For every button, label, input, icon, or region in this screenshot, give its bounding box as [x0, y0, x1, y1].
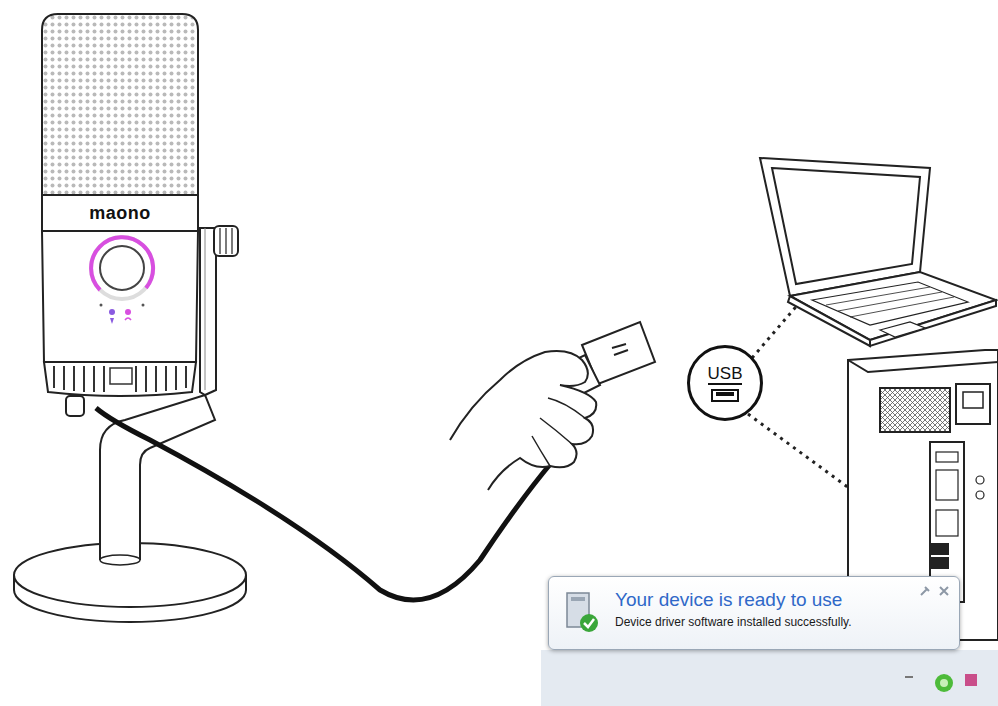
brand-name: maono [89, 203, 151, 224]
port-label: USB [708, 365, 743, 385]
laptop [760, 158, 996, 346]
popup-title: Your device is ready to use [615, 589, 915, 612]
notification-popup: Your device is ready to useDevice driver… [548, 576, 960, 650]
taskbar [541, 650, 998, 706]
popup-message: Device driver software installed success… [615, 615, 915, 630]
device-icon [563, 591, 603, 635]
hand-with-plug [450, 322, 655, 490]
usb-port-badge: USB [687, 345, 763, 421]
microphone [42, 14, 238, 416]
mic-stand [14, 228, 246, 622]
popup-controls [919, 583, 951, 595]
popup-control-icons [919, 585, 951, 597]
usb-port-tongue [716, 392, 734, 396]
usb-port-symbol [711, 389, 739, 402]
device-icon-art [563, 591, 603, 635]
